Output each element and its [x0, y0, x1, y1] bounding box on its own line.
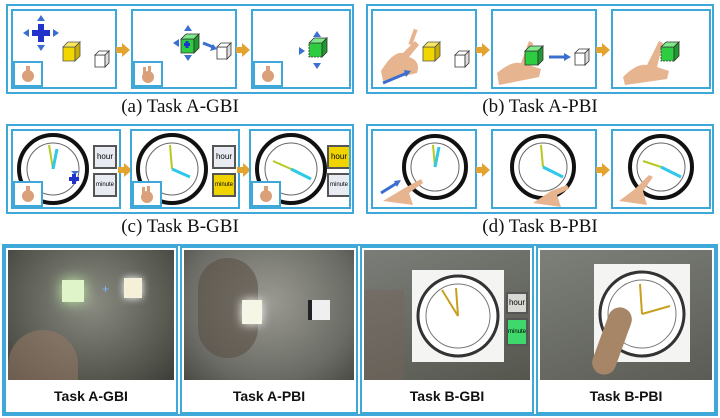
yellow-cube-icon: [62, 41, 81, 62]
hand-shadow: [364, 290, 404, 380]
target-cube-icon: [94, 50, 110, 68]
frame-a-pbi-2: [491, 9, 597, 89]
arrow-right-icon: [476, 43, 490, 57]
panel-task-b-pbi: [366, 124, 714, 214]
hand-shadow: [8, 330, 78, 380]
photo-row: [2, 244, 718, 416]
caption-a: (a) Task A-GBI: [121, 96, 239, 117]
frame-a-gbi-1: [11, 9, 117, 89]
photo-cell-b-gbi: hour minute Task B-GBI: [360, 246, 534, 414]
minute-button-selected: minute: [212, 173, 236, 197]
frame-a-pbi-1: [371, 9, 477, 89]
hand-inset: [253, 61, 283, 87]
green-cube-icon: [524, 45, 544, 66]
arrow-right-icon: [116, 43, 130, 57]
photo-cell-b-pbi: Task B-PBI: [536, 246, 716, 414]
hand-inset: [133, 61, 163, 87]
photo-label: Task A-PBI: [232, 388, 306, 404]
move-arrows-icon: [23, 15, 59, 51]
target-cube-icon: [574, 48, 590, 66]
motion-arrow: [382, 71, 408, 85]
frame-b-gbi-3: hour minute: [249, 129, 351, 209]
hand-inset: [13, 61, 43, 87]
arrow-right-icon: [476, 163, 490, 177]
frame-b-pbi-1: [371, 129, 477, 209]
hand-icon: [623, 41, 669, 85]
hand-icon: [383, 179, 423, 205]
target-cube-icon: [454, 50, 470, 68]
cursor-plus-icon: +: [102, 282, 110, 296]
hand-icon: [619, 175, 653, 205]
frame-a-gbi-3: [251, 9, 351, 89]
minute-button: minute: [93, 173, 117, 197]
panel-task-a-pbi: [366, 4, 714, 94]
photo-label: Task A-GBI: [54, 388, 128, 404]
yellow-cube-icon: [422, 41, 441, 62]
hand-inset: [13, 181, 43, 207]
held-cube: [242, 300, 262, 324]
scene-svg: [23, 15, 110, 68]
caption-b: (b) Task A-PBI: [482, 96, 598, 117]
placed-cube-icon: [299, 31, 328, 69]
panel-task-a-gbi: [6, 4, 354, 94]
hand-inset: [251, 181, 281, 207]
photo-label: Task B-GBI: [409, 388, 485, 404]
arrow-right-icon: [237, 163, 251, 177]
motion-arrow: [380, 181, 398, 195]
target-cube: [124, 278, 142, 298]
panel-task-b-gbi: hour minute hour minute hour minute: [6, 124, 354, 214]
arrow-right-icon: [118, 163, 132, 177]
clock-icon: [416, 274, 500, 358]
arrow-right-icon: [236, 43, 250, 57]
placed-cube-icon: [660, 41, 680, 62]
caption-c: (c) Task B-GBI: [121, 216, 239, 237]
move-direction-arrow: [202, 41, 214, 49]
arrow-right-icon: [596, 43, 610, 57]
minute-button: minute: [327, 173, 349, 197]
hour-button: hour: [506, 292, 528, 314]
hand-icon: [533, 185, 569, 207]
hand-inset: [132, 181, 162, 207]
frame-b-pbi-2: [491, 129, 597, 209]
frame-a-pbi-3: [611, 9, 711, 89]
minute-button: minute: [506, 318, 528, 346]
arrow-right-icon: [596, 163, 610, 177]
photo-task-b-gbi: hour minute: [364, 250, 530, 380]
photo-label: Task B-PBI: [589, 388, 663, 404]
photo-task-b-pbi: [540, 250, 712, 380]
clock-icon: [510, 134, 576, 200]
photo-task-a-gbi: +: [8, 250, 174, 380]
target-cube-icon: [216, 42, 232, 60]
photo-cell-a-pbi: Task A-PBI: [180, 246, 358, 414]
frame-b-pbi-3: [611, 129, 711, 209]
glowing-cube: [62, 280, 84, 302]
hour-button: hour: [212, 145, 236, 169]
hour-button-selected: hour: [327, 145, 349, 169]
hour-button: hour: [93, 145, 117, 169]
target-cube: [308, 300, 330, 320]
green-cube-icon: [180, 33, 200, 54]
frame-a-gbi-2: [131, 9, 237, 89]
photo-task-a-pbi: [184, 250, 354, 380]
frame-b-gbi-2: hour minute: [130, 129, 240, 209]
move-arrows-icon: [173, 25, 192, 61]
frame-b-gbi-1: hour minute: [11, 129, 121, 209]
photo-cell-a-gbi: + Task A-GBI: [4, 246, 178, 414]
hand-icon: [381, 28, 419, 81]
caption-d: (d) Task B-PBI: [482, 216, 598, 237]
